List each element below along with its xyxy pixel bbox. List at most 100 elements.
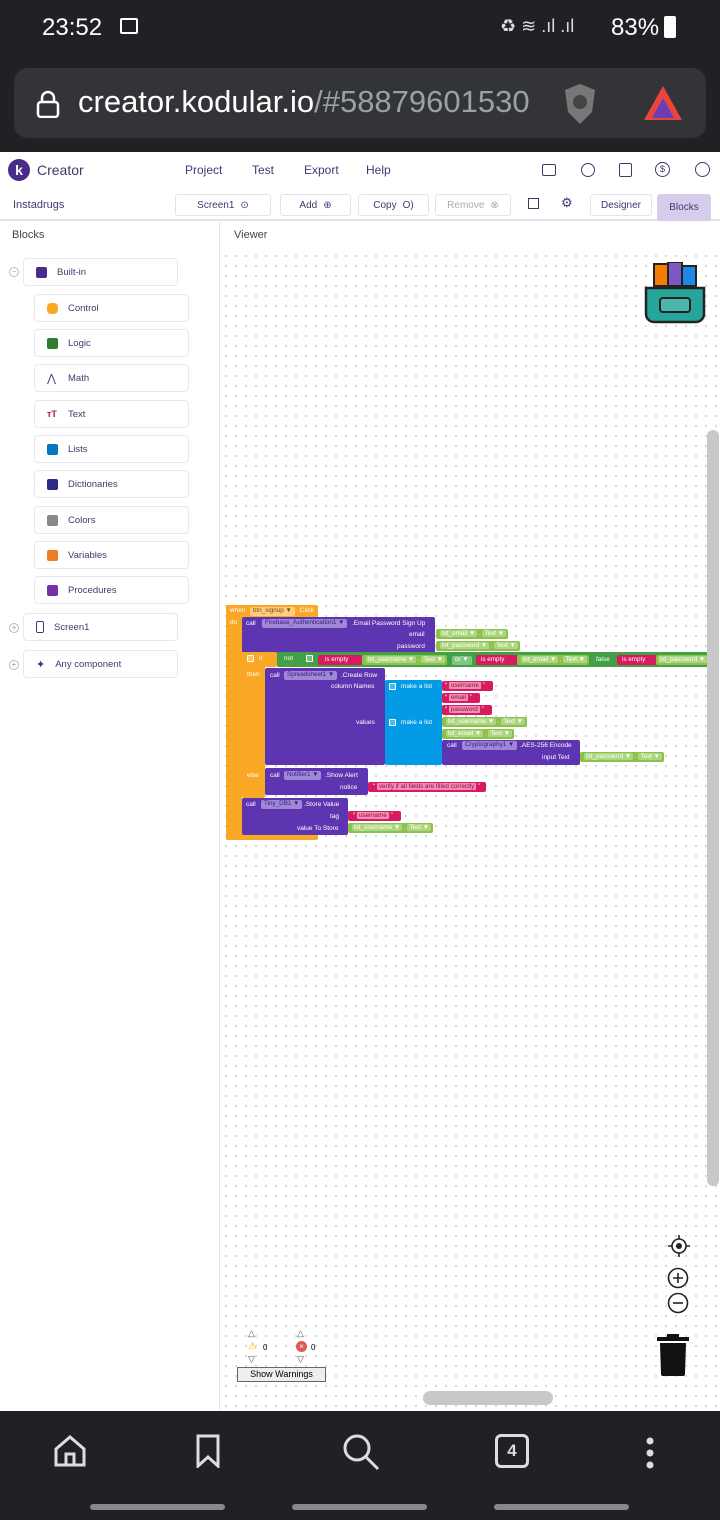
sidebar-item-builtin[interactable]: Built-in	[23, 258, 178, 286]
make-list-blocks[interactable]	[385, 680, 442, 765]
brave-rewards-icon[interactable]	[642, 84, 684, 127]
getter-txt-email[interactable]: txt_email ▼ . Text ▼	[436, 629, 508, 639]
text-string-block[interactable]: “ email ”	[442, 693, 480, 703]
text-string-block[interactable]: “ password ”	[442, 705, 492, 715]
collapse-builtin-icon[interactable]: −	[9, 267, 19, 277]
error-next-icon[interactable]: ▽	[297, 1354, 304, 1364]
property-dropdown[interactable]: Text ▼	[638, 753, 662, 760]
property-dropdown[interactable]: Text ▼	[482, 630, 506, 637]
component-dropdown[interactable]: txt_email ▼	[446, 730, 484, 737]
sidebar-item-lists[interactable]: Lists	[34, 435, 189, 463]
firebase-component-dropdown[interactable]: Firebase_Authentication1 ▼	[262, 619, 348, 628]
sidebar-item-procedures[interactable]: Procedures	[34, 576, 189, 604]
docs-icon[interactable]	[619, 163, 632, 177]
mutator-gear-icon[interactable]	[389, 719, 396, 726]
is-empty-block[interactable]: is empty	[476, 655, 518, 665]
mutator-gear-icon[interactable]	[306, 655, 313, 662]
sidebar-item-math[interactable]: ⋀Math	[34, 364, 189, 392]
gear-icon[interactable]: ⚙	[561, 195, 573, 210]
string-value[interactable]: email	[448, 694, 468, 701]
spreadsheet-component-dropdown[interactable]: Spreadsheet1 ▼	[284, 671, 338, 680]
is-empty-block[interactable]: is empty	[617, 655, 657, 665]
component-dropdown[interactable]: txt_username ▼	[352, 824, 403, 831]
or-dropdown[interactable]: or ▼	[452, 656, 472, 665]
tabs-button[interactable]: 4	[495, 1434, 529, 1468]
property-dropdown[interactable]: Text ▼	[421, 656, 445, 663]
warning-next-icon[interactable]: ▽	[248, 1354, 255, 1364]
getter-txt-email[interactable]: txt_email ▼ . Text ▼	[442, 729, 514, 739]
is-empty-block[interactable]: is empty	[318, 655, 362, 665]
create-row-block[interactable]	[265, 668, 385, 765]
getter-txt-username[interactable]: txt_username ▼ . Text ▼	[442, 717, 527, 727]
recenter-icon[interactable]	[668, 1235, 690, 1262]
property-dropdown[interactable]: Text ▼	[563, 656, 587, 663]
component-dropdown[interactable]: txt_email ▼	[521, 656, 559, 663]
getter-txt-email[interactable]: txt_email ▼ . Text ▼	[517, 655, 589, 665]
menu-export[interactable]: Export	[304, 163, 339, 177]
mutator-gear-icon[interactable]	[389, 683, 396, 690]
component-dropdown[interactable]: txt_password ▼	[584, 753, 634, 760]
home-icon[interactable]	[53, 1434, 87, 1473]
zoom-in-icon[interactable]	[667, 1267, 689, 1294]
component-dropdown[interactable]: txt_email ▼	[440, 630, 478, 637]
search-icon[interactable]	[342, 1433, 380, 1476]
dollar-icon[interactable]: $	[655, 162, 670, 177]
kodular-logo[interactable]: k	[8, 159, 30, 181]
sidebar-item-dictionaries[interactable]: Dictionaries	[34, 470, 189, 498]
getter-txt-password[interactable]: txt_password ▼ . Text ▼	[436, 641, 520, 651]
component-dropdown[interactable]: txt_username ▼	[446, 718, 497, 725]
if-block-arm[interactable]	[242, 652, 265, 798]
zoom-out-icon[interactable]	[667, 1292, 689, 1319]
string-value[interactable]: username	[448, 682, 481, 689]
account-icon[interactable]	[695, 162, 710, 177]
bookmark-icon[interactable]	[196, 1434, 220, 1473]
mutator-gear-icon[interactable]	[247, 655, 254, 662]
expand-any-component-icon[interactable]: +	[9, 660, 19, 670]
text-string-block[interactable]: “ username ”	[442, 681, 493, 691]
getter-txt-username[interactable]: txt_username ▼ . Text ▼	[362, 655, 447, 665]
notifier-component-dropdown[interactable]: Notifier1 ▼	[284, 771, 322, 780]
brave-shield-icon[interactable]	[561, 82, 599, 131]
blocks-tab[interactable]: Blocks	[657, 194, 711, 221]
tinydb-component-dropdown[interactable]: Tiny_DB1 ▼	[261, 800, 303, 809]
screen-select[interactable]: Screen1⊙	[175, 194, 271, 216]
add-screen-button[interactable]: Add⊕	[280, 194, 351, 216]
error-prev-icon[interactable]: △	[297, 1328, 304, 1338]
menu-help[interactable]: Help	[366, 163, 391, 177]
string-value[interactable]: password	[448, 706, 480, 713]
sidebar-item-screen1[interactable]: Screen1	[23, 613, 178, 641]
backpack-icon[interactable]	[642, 261, 708, 329]
text-string-block[interactable]: “ username ”	[348, 811, 401, 821]
sidebar-item-colors[interactable]: Colors	[34, 506, 189, 534]
vertical-scrollbar[interactable]	[707, 430, 719, 1186]
component-dropdown[interactable]: txt_username ▼	[366, 656, 417, 663]
menu-test[interactable]: Test	[252, 163, 275, 177]
event-component-dropdown[interactable]: btn_signup ▼	[250, 607, 295, 616]
screenshot-icon[interactable]	[528, 198, 539, 209]
gallery-community-icon[interactable]	[581, 163, 595, 177]
getter-txt-username[interactable]: txt_username ▼ . Text ▼	[348, 823, 433, 833]
property-dropdown[interactable]: Text ▼	[488, 730, 512, 737]
show-warnings-button[interactable]: Show Warnings	[237, 1367, 326, 1382]
getter-txt-password[interactable]: txt_password ▼ . Text ▼	[580, 752, 664, 762]
trash-icon[interactable]	[657, 1334, 689, 1381]
component-dropdown[interactable]: txt_password ▼	[658, 656, 708, 663]
projects-folder-icon[interactable]	[542, 164, 556, 176]
cryptography-component-dropdown[interactable]: Cryptography1 ▼	[462, 741, 518, 750]
sidebar-item-logic[interactable]: Logic	[34, 329, 189, 357]
sidebar-item-control[interactable]: Control	[34, 294, 189, 322]
remove-screen-button[interactable]: Remove⊗	[435, 194, 511, 216]
text-string-block[interactable]: “ verify if all fields are filled correc…	[368, 782, 487, 792]
component-dropdown[interactable]: txt_password ▼	[440, 642, 490, 649]
horizontal-scrollbar[interactable]	[423, 1391, 553, 1405]
sidebar-item-any-component[interactable]: ✦Any component	[23, 650, 178, 678]
property-dropdown[interactable]: Text ▼	[407, 824, 431, 831]
designer-tab[interactable]: Designer	[590, 194, 652, 216]
string-value[interactable]: verify if all fields are filled correctl…	[376, 783, 477, 790]
more-menu-icon[interactable]	[646, 1437, 654, 1474]
menu-project[interactable]: Project	[185, 163, 223, 177]
property-dropdown[interactable]: Text ▼	[494, 642, 518, 649]
getter-txt-password[interactable]: txt_password ▼	[656, 655, 710, 665]
